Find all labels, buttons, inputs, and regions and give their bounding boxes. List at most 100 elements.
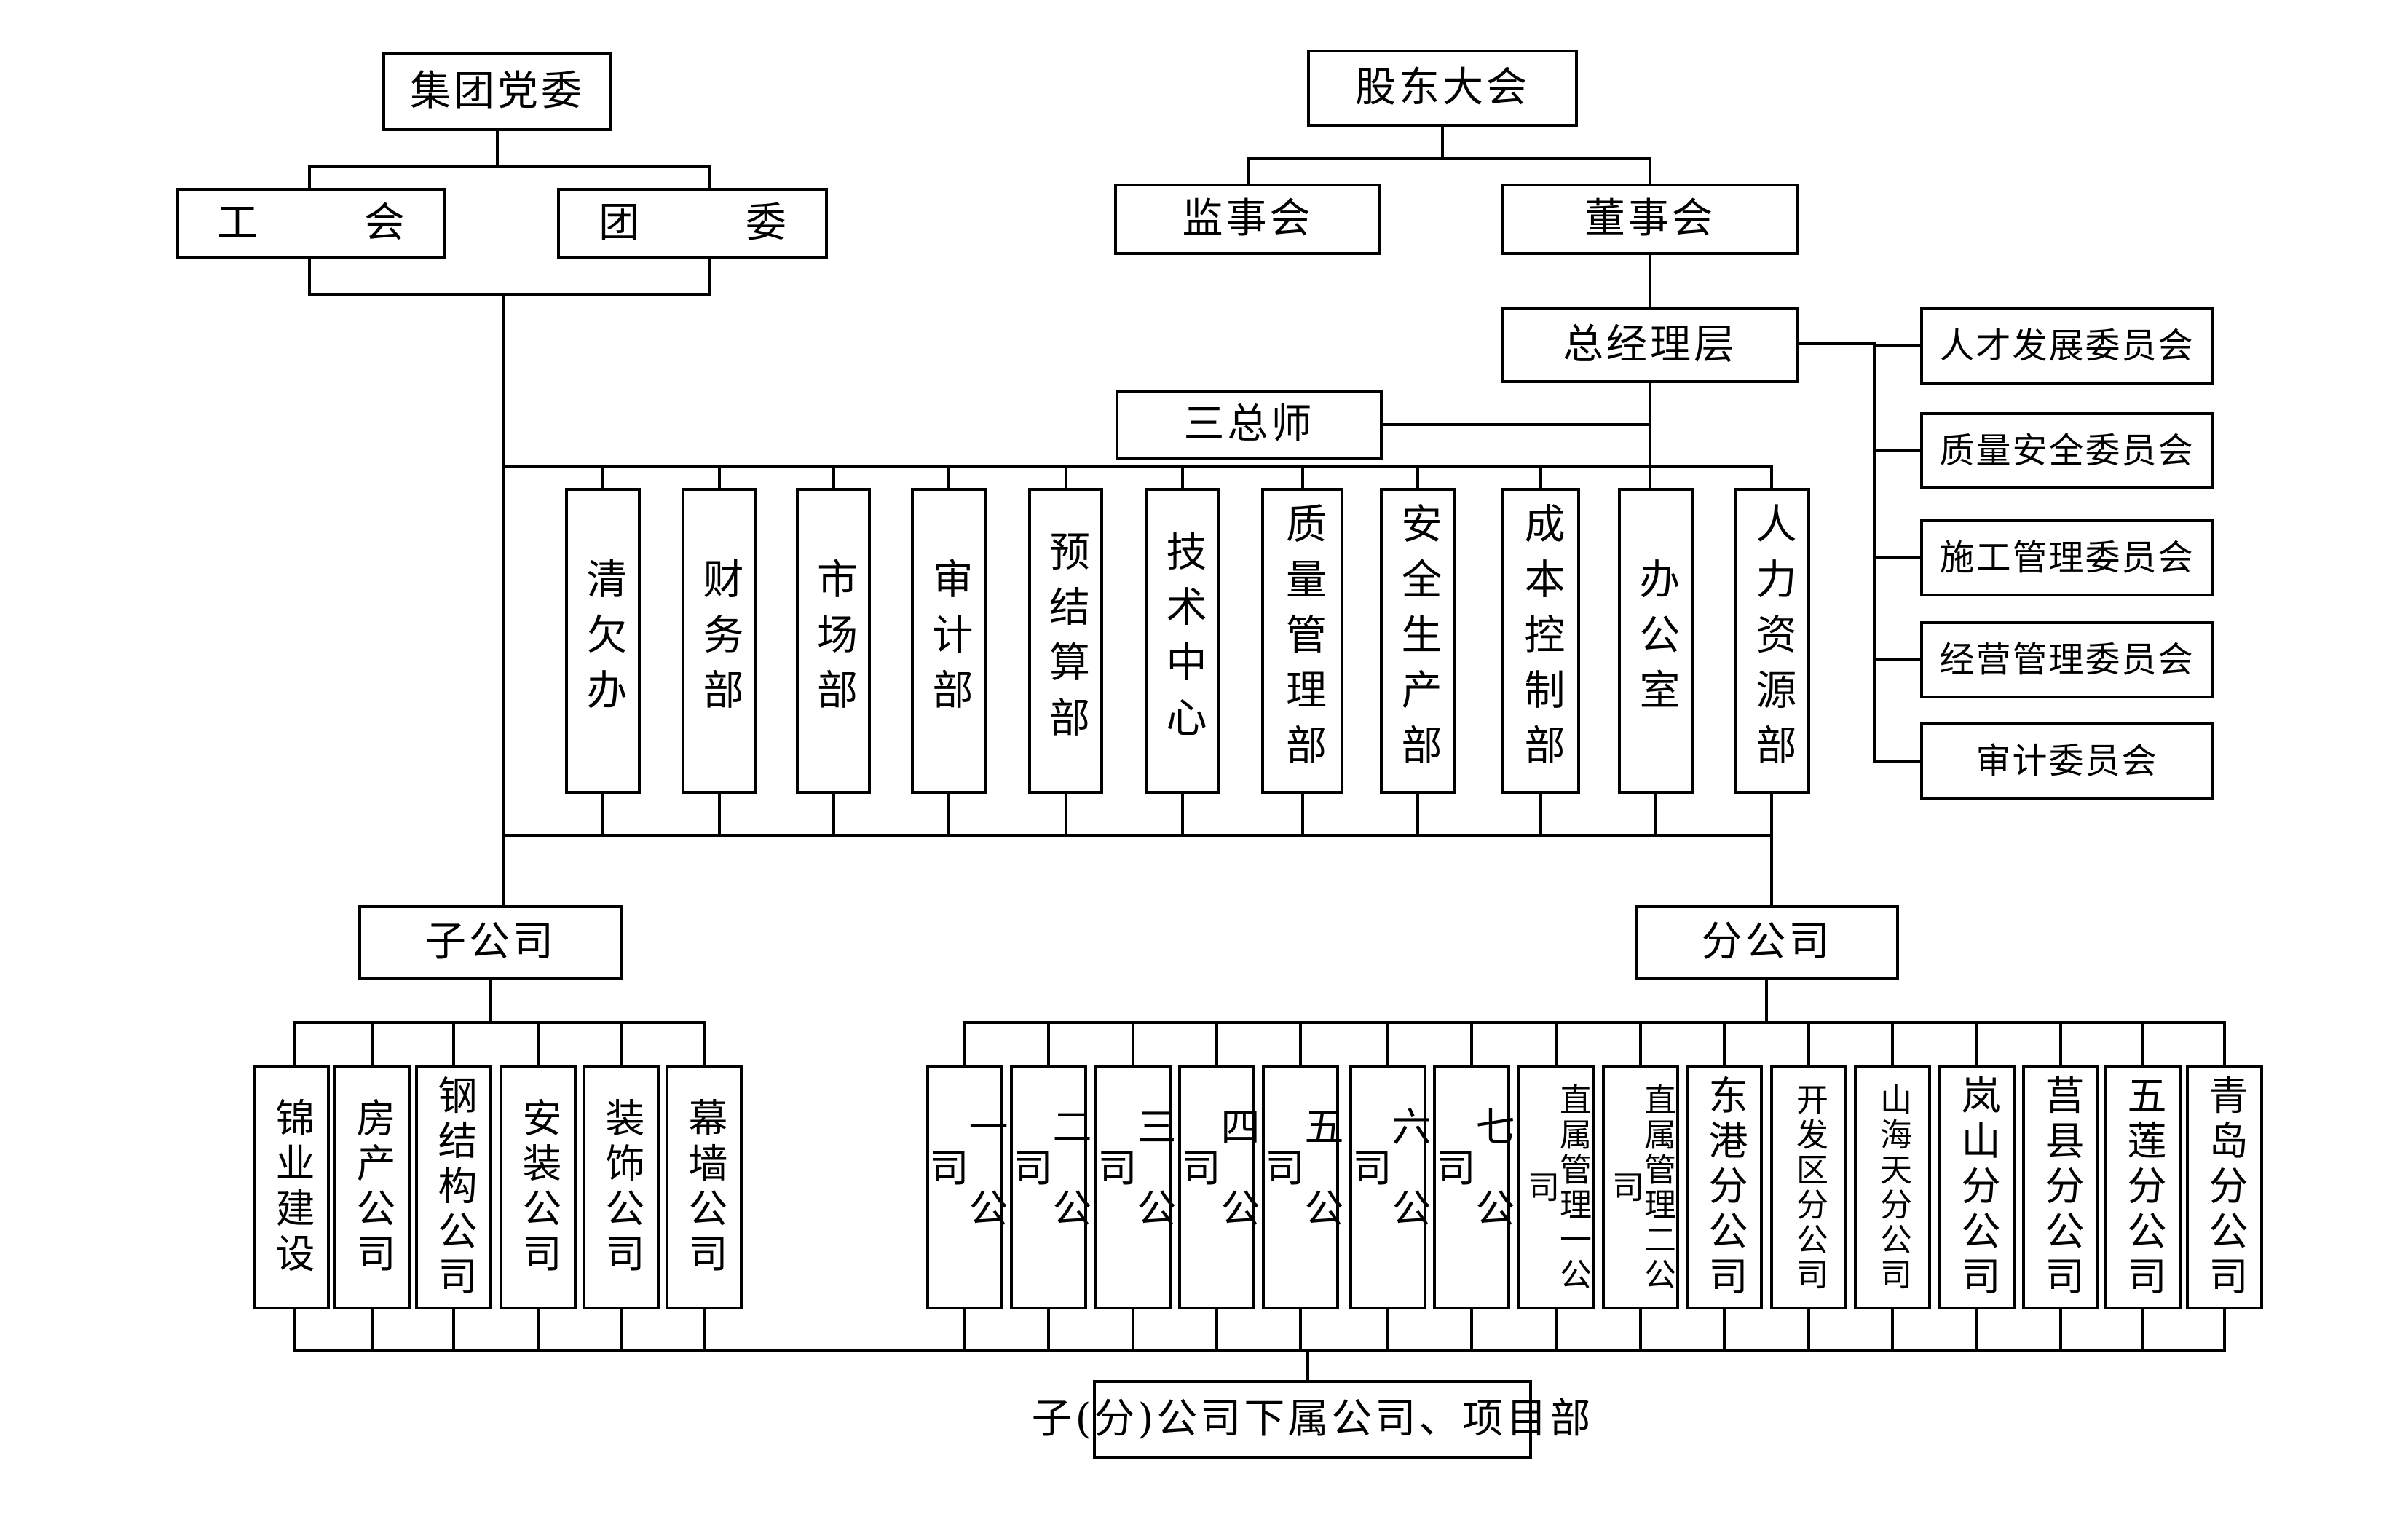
branch-box: 直属管理二公司: [1602, 1065, 1679, 1309]
branch-label: 七公司: [1429, 1106, 1515, 1269]
board-label: 董事会: [1584, 195, 1716, 243]
subsidiary-label: 装饰公司: [599, 1097, 644, 1278]
department-box: 办公室: [1618, 488, 1694, 794]
subsidiary-label: 房产公司: [350, 1097, 395, 1278]
branch-label: 五公司: [1258, 1106, 1343, 1269]
branch-box: 三公司: [1091, 1065, 1176, 1309]
branch-box: 直属管理一公司: [1517, 1065, 1595, 1309]
branch-box: 莒县分公司: [2022, 1065, 2099, 1309]
branch-label: 直属管理二公司: [1606, 1082, 1675, 1293]
subsidiary-box: 锦业建设: [253, 1065, 330, 1309]
branch-box: 五莲分公司: [2104, 1065, 2182, 1309]
subsidiary-label: 安装公司: [516, 1097, 561, 1278]
department-label: 成本控制部: [1517, 503, 1565, 779]
branches-box: 分公司: [1635, 905, 1899, 980]
subsidiary-box: 幕墙公司: [666, 1065, 743, 1309]
branch-box: 七公司: [1429, 1065, 1515, 1309]
committee-label: 质量安全委员会: [1939, 430, 2195, 471]
committee-label: 施工管理委员会: [1939, 537, 2195, 578]
subsidiary-label: 幕墙公司: [682, 1097, 727, 1278]
branch-label: 三公司: [1091, 1106, 1176, 1269]
branch-box: 岚山分公司: [1938, 1065, 2016, 1309]
youth-league-label: 团 委: [599, 200, 833, 247]
branch-box: 山海天分公司: [1854, 1065, 1931, 1309]
branch-box: 青岛分公司: [2186, 1065, 2263, 1309]
general-manager-box: 总经理层: [1501, 307, 1799, 383]
branch-box: 东港分公司: [1686, 1065, 1763, 1309]
committee-box: 经营管理委员会: [1920, 621, 2214, 698]
department-label: 技术中心: [1159, 530, 1207, 752]
subsidiaries-label: 子公司: [425, 918, 556, 966]
branch-label: 四公司: [1175, 1106, 1260, 1269]
supervisors-label: 监事会: [1182, 195, 1314, 243]
department-label: 市场部: [810, 558, 858, 724]
department-box: 技术中心: [1145, 488, 1220, 794]
general-manager-label: 总经理层: [1563, 321, 1737, 369]
subsidiary-label: 锦业建设: [269, 1097, 315, 1278]
branch-label: 莒县分公司: [2038, 1074, 2084, 1301]
department-label: 安全生产部: [1394, 503, 1442, 779]
department-box: 成本控制部: [1501, 488, 1580, 794]
branch-box: 四公司: [1175, 1065, 1260, 1309]
branch-label: 直属管理一公司: [1522, 1082, 1591, 1293]
supervisors-box: 监事会: [1114, 184, 1381, 255]
shareholders-label: 股东大会: [1355, 64, 1530, 111]
bottom-unit-box: 子(分)公司下属公司、项目部: [1032, 1380, 1590, 1459]
youth-league-box: 团 委: [557, 188, 828, 259]
committee-box: 施工管理委员会: [1920, 519, 2214, 596]
department-label: 办公室: [1633, 558, 1680, 724]
three-chief-engineers-label: 三总师: [1183, 401, 1315, 448]
union-box: 工 会: [176, 188, 446, 259]
department-label: 审计部: [925, 558, 973, 724]
branch-label: 二公司: [1006, 1106, 1092, 1269]
branch-box: 一公司: [923, 1065, 1008, 1309]
committee-label: 经营管理委员会: [1939, 639, 2195, 680]
department-box: 预结算部: [1028, 488, 1103, 794]
department-label: 人力资源部: [1749, 503, 1796, 779]
bottom-unit-label: 子(分)公司下属公司、项目部: [1031, 1395, 1594, 1443]
subsidiary-box: 安装公司: [500, 1065, 577, 1309]
branch-label: 开发区分公司: [1791, 1082, 1828, 1293]
department-label: 质量管理部: [1279, 503, 1327, 779]
union-label: 工 会: [217, 200, 451, 247]
board-box: 董事会: [1501, 184, 1799, 255]
department-label: 财务部: [696, 558, 743, 724]
three-chief-engineers-box: 三总师: [1116, 390, 1383, 460]
party-committee-box: 集团党委: [382, 52, 612, 131]
branch-label: 一公司: [923, 1106, 1008, 1269]
subsidiary-box: 装饰公司: [583, 1065, 660, 1309]
branch-label: 岚山分公司: [1954, 1074, 2000, 1301]
committee-label: 人才发展委员会: [1939, 326, 2195, 366]
shareholders-box: 股东大会: [1307, 50, 1578, 127]
department-box: 审计部: [911, 488, 987, 794]
branch-label: 山海天分公司: [1874, 1082, 1911, 1293]
subsidiary-box: 房产公司: [333, 1065, 411, 1309]
department-label: 预结算部: [1042, 530, 1090, 752]
subsidiary-label: 钢结构公司: [431, 1074, 477, 1301]
subsidiary-box: 钢结构公司: [415, 1065, 492, 1309]
department-box: 市场部: [796, 488, 871, 794]
department-box: 质量管理部: [1261, 488, 1343, 794]
department-box: 安全生产部: [1380, 488, 1456, 794]
branches-label: 分公司: [1701, 918, 1833, 966]
branch-box: 六公司: [1346, 1065, 1431, 1309]
department-box: 财务部: [682, 488, 757, 794]
department-box: 人力资源部: [1734, 488, 1810, 794]
branch-label: 五莲分公司: [2120, 1074, 2166, 1301]
department-label: 清欠办: [580, 558, 627, 724]
branch-label: 六公司: [1346, 1106, 1431, 1269]
subsidiaries-box: 子公司: [358, 905, 623, 980]
committee-box: 质量安全委员会: [1920, 412, 2214, 489]
committee-box: 人才发展委员会: [1920, 307, 2214, 385]
party-committee-label: 集团党委: [410, 68, 585, 115]
branch-label: 东港分公司: [1702, 1074, 1748, 1301]
committee-box: 审计委员会: [1920, 722, 2214, 800]
branch-box: 开发区分公司: [1770, 1065, 1847, 1309]
committee-label: 审计委员会: [1975, 741, 2158, 781]
branch-box: 五公司: [1258, 1065, 1343, 1309]
branch-box: 二公司: [1006, 1065, 1092, 1309]
department-box: 清欠办: [565, 488, 641, 794]
branch-label: 青岛分公司: [2202, 1074, 2248, 1301]
